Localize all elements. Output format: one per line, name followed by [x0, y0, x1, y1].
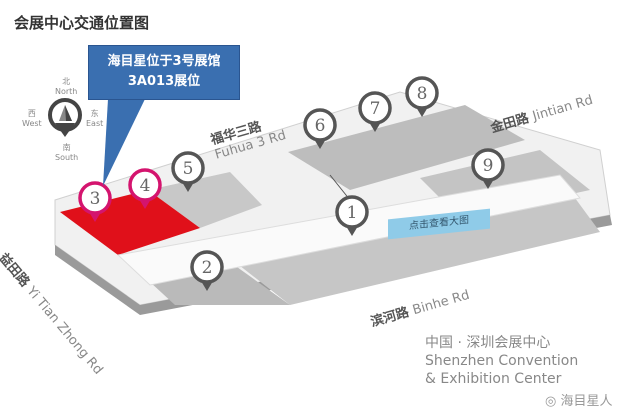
hall-6-pin[interactable]: 6	[303, 108, 337, 149]
hall-number: 6	[315, 116, 326, 136]
wechat-icon: ◎	[545, 394, 557, 409]
hall-9-pin[interactable]: 9	[471, 148, 505, 189]
watermark: ◎ 海目星人	[545, 394, 613, 409]
callout-line-1: 海目星位于3号展馆	[107, 54, 221, 69]
page-title: 会展中心交通位置图	[14, 14, 150, 32]
compass-icon	[48, 98, 82, 137]
hall-number: 9	[483, 156, 494, 176]
hall-7-pin[interactable]: 7	[358, 91, 392, 132]
hall-number: 4	[140, 176, 151, 196]
hall-number: 2	[202, 258, 213, 278]
hall-2-pin[interactable]: 2	[190, 250, 224, 291]
hall-number: 5	[183, 159, 194, 179]
booth-callout: 海目星位于3号展馆 3A013展位	[88, 45, 240, 100]
hall-number: 7	[370, 99, 381, 119]
hall-1-pin[interactable]: 1	[335, 195, 369, 236]
venue-logo: 中国 · 深圳会展中心 Shenzhen Convention & Exhibi…	[425, 335, 579, 387]
hall-3-pin[interactable]: 3	[78, 181, 112, 222]
hall-1-block	[230, 198, 600, 305]
hall-number: 8	[417, 84, 428, 104]
hall-6-7-8-block	[288, 105, 525, 190]
hall-5-pin[interactable]: 5	[171, 151, 205, 192]
hall-number: 3	[90, 189, 101, 209]
hall-5-block	[148, 172, 262, 228]
hall-8-pin[interactable]: 8	[405, 76, 439, 117]
hall-2-block	[150, 262, 290, 305]
hall-number: 1	[347, 203, 358, 223]
callout-line-2: 3A013展位	[127, 74, 201, 89]
callout-leader	[329, 174, 351, 201]
